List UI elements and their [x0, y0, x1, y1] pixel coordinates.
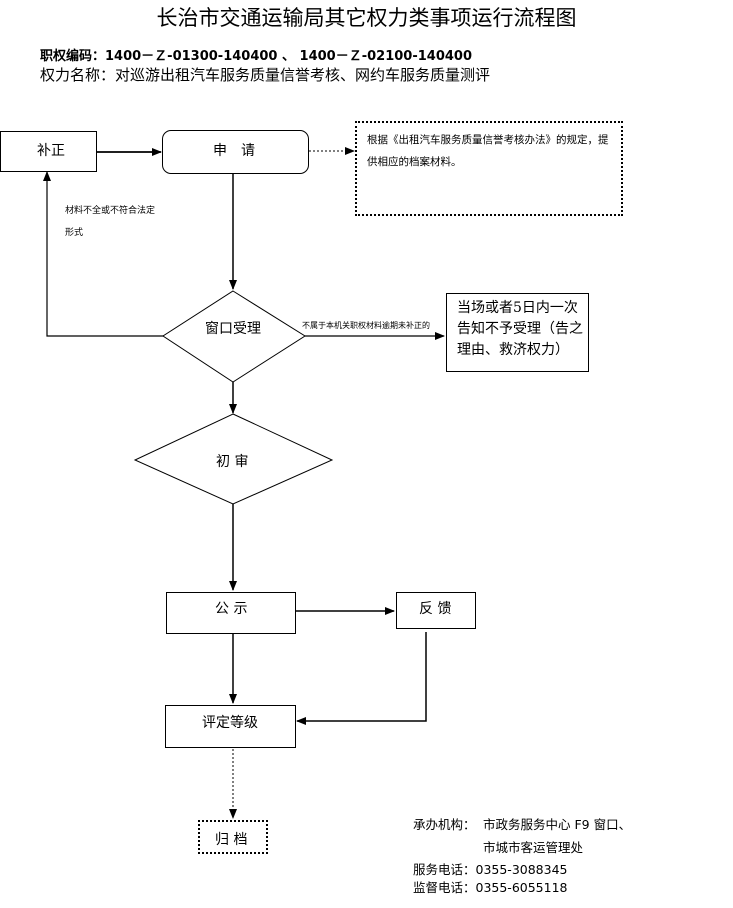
arrow-feedback-to-rating	[296, 632, 427, 725]
power-name: 权力名称：对巡游出租汽车服务质量信誉考核、网约车服务质量测评	[40, 66, 491, 84]
supplement-box: 补正	[0, 131, 97, 172]
feedback-box: 反 馈	[396, 592, 476, 629]
rating-label: 评定等级	[202, 715, 258, 731]
feedback-label: 反 馈	[419, 601, 452, 617]
preliminary-review-label: 初 审	[216, 454, 249, 470]
not-jurisdiction-note: 不属于本机关职权材料逾期未补正的	[302, 321, 430, 330]
org-label: 承办机构：	[413, 817, 476, 832]
rating-box: 评定等级	[165, 705, 296, 748]
org-line2: 市城市客运管理处	[483, 840, 584, 855]
publicity-box: 公 示	[166, 592, 296, 634]
supplement-label: 补正	[37, 143, 65, 159]
reject-notice-box: 当场或者5日内一次告知不予受理（告之理由、救济权力）	[446, 293, 589, 372]
org-line1: 市政务服务中心 F9 窗口、	[483, 817, 632, 832]
incomplete-materials-note: 材料不全或不符合法定形式	[65, 206, 156, 238]
archive-label: 归 档	[215, 832, 248, 848]
application-box: 申 请	[162, 130, 309, 174]
arrow-window-to-supplement	[43, 171, 165, 337]
materials-note: 根据《出租汽车服务质量信誉考核办法》的规定，提供相应的档案材料。	[355, 121, 623, 216]
archive-box: 归 档	[198, 820, 268, 854]
page-title: 长治市交通运输局其它权力类事项运行流程图	[156, 6, 577, 30]
publicity-label: 公 示	[215, 601, 248, 617]
service-phone: 服务电话：0355-3088345	[413, 862, 568, 877]
window-acceptance-label: 窗口受理	[205, 321, 261, 337]
supervise-phone: 监督电话：0355-6055118	[413, 880, 568, 895]
authority-code: 职权编码：1400－Ｚ-01300-140400 、 1400－Ｚ-02100-…	[40, 49, 472, 64]
application-label: 申 请	[213, 143, 255, 159]
